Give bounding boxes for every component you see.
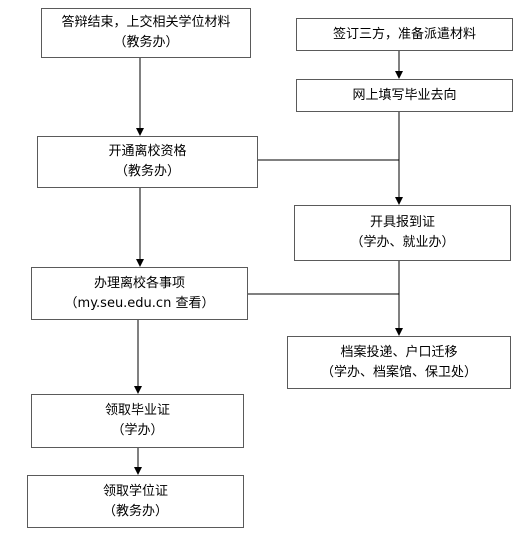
node-degree-cert-line2: （教务办） [102,503,168,519]
node-open-line1: 开通离校资格 [108,144,187,159]
node-grad-cert-line2: （学办） [111,423,164,438]
node-degree-cert-line1: 领取学位证 [102,483,168,499]
node-defense-line1: 答辩结束，上交相关学位材料 [61,15,231,30]
node-open-line2: （教务办） [114,164,180,179]
node-leave: 办理离校各事项 （my.seu.edu.cn 查看） [31,267,248,320]
node-report: 开具报到证 （学办、就业办） [294,205,511,261]
node-sign: 签订三方，准备派遣材料 [296,18,513,51]
node-archive-line1: 档案投递、户口迁移 [340,344,458,360]
node-online-line1: 网上填写毕业去向 [352,87,457,103]
node-grad-cert-line1: 领取毕业证 [104,403,170,418]
node-online: 网上填写毕业去向 [296,79,513,112]
node-report-line2: （学办、就业办） [350,235,455,250]
node-report-line1: 开具报到证 [369,215,435,230]
node-degree-cert: 领取学位证 （教务办） [27,475,244,528]
node-archive-line2: （学办、档案馆、保卫处） [320,364,477,380]
node-defense: 答辩结束，上交相关学位材料 （教务办） [41,8,251,58]
node-open: 开通离校资格 （教务办） [37,136,258,188]
node-sign-line1: 签订三方，准备派遣材料 [332,26,476,42]
node-archive: 档案投递、户口迁移 （学办、档案馆、保卫处） [287,336,511,389]
node-leave-line1: 办理离校各事项 [93,275,185,291]
node-defense-line2: （教务办） [113,35,179,50]
node-grad-cert: 领取毕业证 （学办） [31,394,244,448]
node-leave-line2: （my.seu.edu.cn 查看） [64,295,215,311]
